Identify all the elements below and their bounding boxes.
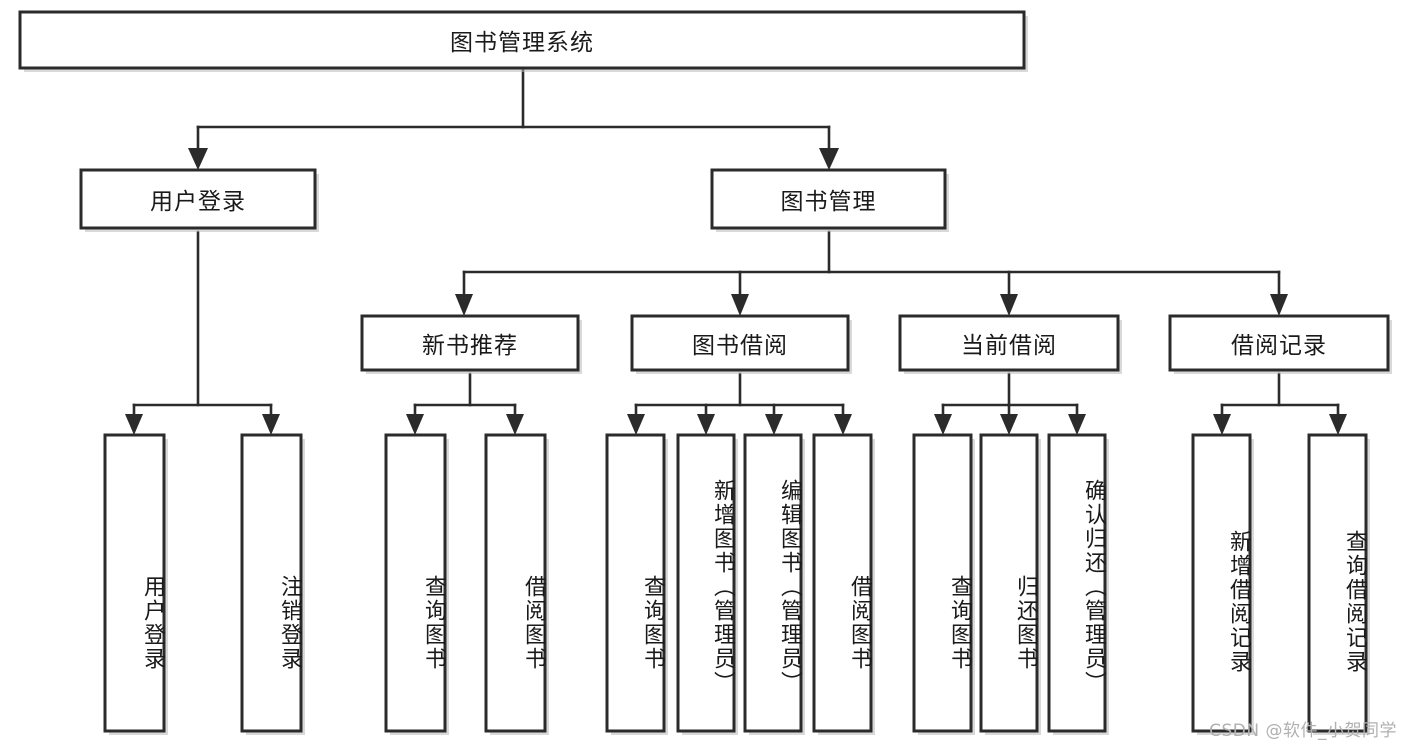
box-leaf-confirm-return-admin[interactable] [1047, 433, 1107, 733]
box-leaf-query-book-3[interactable] [912, 433, 973, 733]
arrowhead-bb-leaf-2 [697, 414, 715, 435]
box-book-borrow[interactable] [630, 314, 850, 372]
box-leaf-add-borrow-record[interactable] [1191, 433, 1252, 733]
arrowhead-book-borrow [731, 294, 749, 316]
arrowhead-leaf-logout [262, 414, 280, 435]
box-leaf-add-book-admin[interactable] [676, 433, 736, 733]
arrowhead-cb-leaf-1 [934, 414, 952, 435]
box-leaf-query-book-1[interactable] [384, 433, 447, 733]
arrowhead-cb-leaf-2 [1000, 414, 1018, 435]
connector-group [125, 66, 1347, 435]
arrowhead-current-borrow [1000, 294, 1018, 316]
box-book-management[interactable] [710, 168, 947, 230]
box-leaf-user-login[interactable] [103, 433, 166, 733]
box-borrow-record[interactable] [1168, 314, 1390, 372]
node-box-group [18, 10, 1392, 735]
arrowhead-book-mgmt [819, 148, 839, 170]
arrowhead-nb-leaf-1 [406, 414, 424, 435]
arrowhead-new-book-rec [455, 294, 473, 316]
arrowhead-bb-leaf-4 [834, 414, 852, 435]
box-leaf-logout[interactable] [240, 433, 303, 733]
box-leaf-query-book-2[interactable] [605, 433, 666, 733]
arrowhead-cb-leaf-3 [1068, 414, 1086, 435]
box-leaf-query-borrow-record[interactable] [1307, 433, 1368, 733]
box-user-login[interactable] [79, 168, 317, 230]
box-leaf-borrow-book-1[interactable] [484, 433, 547, 733]
arrowhead-bb-leaf-1 [627, 414, 645, 435]
box-root-system[interactable] [18, 10, 1026, 70]
box-current-borrow[interactable] [898, 314, 1120, 372]
box-new-book-recommend[interactable] [360, 314, 580, 372]
arrowhead-borrow-record [1270, 294, 1288, 316]
box-leaf-edit-book-admin[interactable] [743, 433, 803, 733]
box-leaf-return-book[interactable] [979, 433, 1039, 733]
arrowhead-leaf-user-login [125, 414, 143, 435]
box-leaf-borrow-book-2[interactable] [812, 433, 873, 733]
arrowhead-bb-leaf-3 [765, 414, 783, 435]
arrowhead-user-login [188, 148, 208, 170]
arrowhead-nb-leaf-2 [506, 414, 524, 435]
arrowhead-br-leaf-1 [1213, 414, 1231, 435]
arrowhead-br-leaf-2 [1329, 414, 1347, 435]
